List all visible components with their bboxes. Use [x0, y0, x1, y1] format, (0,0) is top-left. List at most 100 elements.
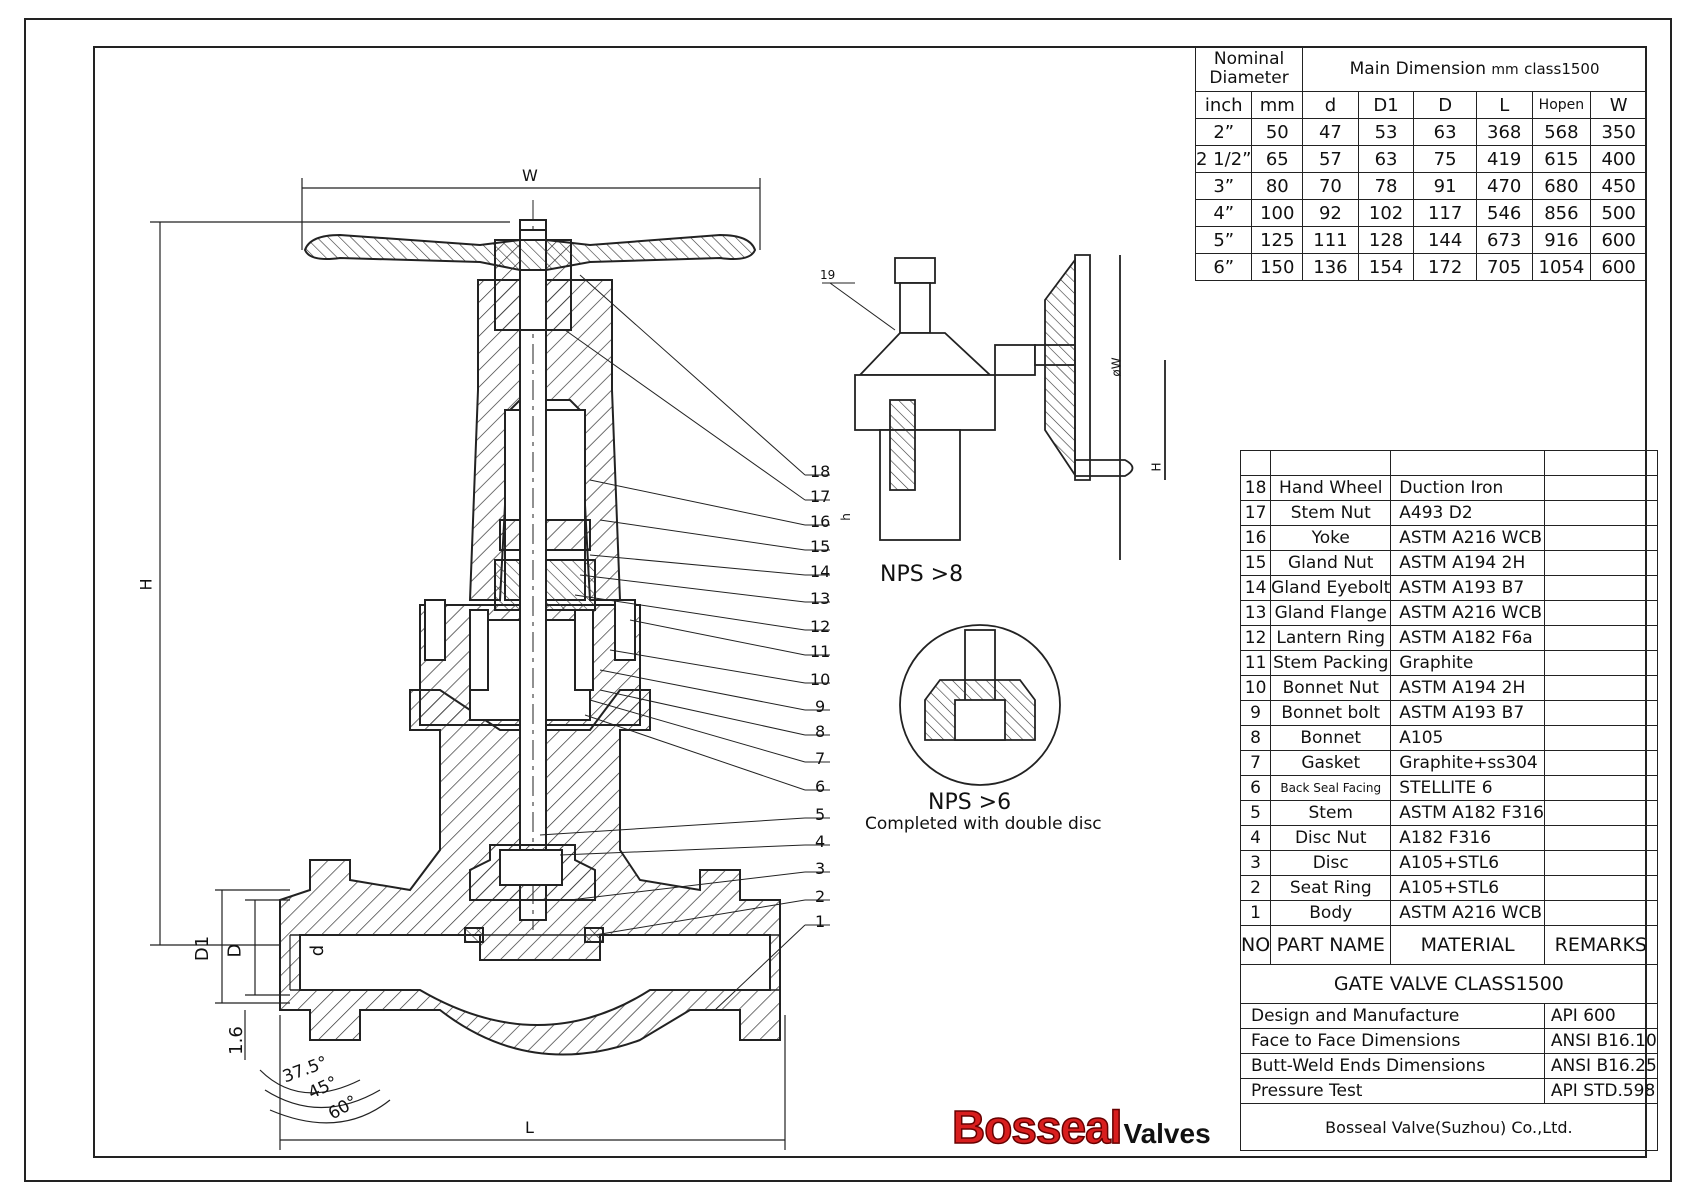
part-material: Graphite	[1390, 650, 1545, 676]
callout-10: 10	[810, 670, 831, 689]
title-row: GATE VALVE CLASS1500	[1240, 964, 1658, 1004]
part-name: Body	[1270, 900, 1392, 926]
standard-row: Pressure Test API STD.598	[1240, 1078, 1658, 1104]
part-remarks	[1543, 825, 1658, 851]
cell: 5”	[1194, 226, 1253, 254]
callout-18: 18	[810, 462, 831, 481]
col-w: W	[1590, 91, 1647, 119]
part-name: Disc Nut	[1270, 825, 1392, 851]
double-disc-note: Completed with double disc	[865, 814, 1102, 834]
part-no: 17	[1239, 500, 1272, 526]
part-no: 3	[1239, 850, 1272, 876]
standard-row: Butt-Weld Ends Dimensions ANSI B16.25	[1240, 1053, 1658, 1079]
part-material: A182 F316	[1390, 825, 1545, 851]
col-l: L	[1475, 91, 1533, 119]
cell: 856	[1531, 199, 1592, 227]
part-material: A105	[1390, 725, 1545, 751]
standard-label: Face to Face Dimensions	[1240, 1028, 1545, 1054]
logo-suffix: Valves	[1123, 1118, 1211, 1149]
part-material: Duction Iron	[1390, 475, 1545, 501]
cell: 2 1/2”	[1194, 145, 1253, 173]
callout-2: 2	[815, 887, 826, 906]
part-name: Bonnet Nut	[1270, 675, 1392, 701]
standard-label: Butt-Weld Ends Dimensions	[1240, 1053, 1545, 1079]
cell: 680	[1531, 172, 1592, 200]
nominal-diameter-header: Nominal Diameter	[1194, 46, 1304, 92]
part-material: ASTM A194 2H	[1390, 675, 1545, 701]
cell: 172	[1413, 253, 1477, 281]
col-d1: D1	[1357, 91, 1415, 119]
part-name: Yoke	[1270, 525, 1392, 551]
nps8-label: NPS >8	[880, 562, 964, 587]
callout-14: 14	[810, 562, 831, 581]
unit-label: mm	[1491, 62, 1519, 78]
part-name: Gland Nut	[1270, 550, 1392, 576]
part-material: ASTM A193 B7	[1390, 700, 1545, 726]
cell: 53	[1357, 118, 1415, 146]
dimension-columns-row: inch mm d D1 D L Hopen W	[1194, 91, 1647, 119]
cell: 6”	[1194, 253, 1253, 281]
cell: 100	[1251, 199, 1304, 227]
part-remarks	[1543, 475, 1658, 501]
part-name: Stem	[1270, 800, 1392, 826]
callout-8: 8	[815, 722, 826, 741]
part-no: 9	[1239, 700, 1272, 726]
callout-19: 19	[820, 268, 836, 282]
standard-label: Design and Manufacture	[1240, 1003, 1545, 1029]
cell: 65	[1251, 145, 1304, 173]
col-mm: mm	[1251, 91, 1304, 119]
callout-9: 9	[815, 697, 826, 716]
cell: 125	[1251, 226, 1304, 254]
cell: 600	[1590, 253, 1647, 281]
col-d: d	[1302, 91, 1359, 119]
part-material: A105+STL6	[1390, 875, 1545, 901]
part-name: Disc	[1270, 850, 1392, 876]
part-remarks	[1543, 650, 1658, 676]
part-remarks	[1543, 525, 1658, 551]
cell: 75	[1413, 145, 1477, 173]
cell: 154	[1357, 253, 1415, 281]
cell: 111	[1302, 226, 1359, 254]
body-cavity	[299, 934, 771, 1026]
part-no: 2	[1239, 875, 1272, 901]
cell: 144	[1413, 226, 1477, 254]
part-material: ASTM A182 F316	[1390, 800, 1545, 826]
callout-4: 4	[815, 832, 826, 851]
dim-w-label: W	[522, 166, 538, 185]
part-no: 14	[1239, 575, 1272, 601]
main-dimension-label: Main Dimension	[1349, 59, 1486, 79]
part-no: 11	[1239, 650, 1272, 676]
header-part-name: PART NAME	[1270, 925, 1392, 965]
col-big-d: D	[1413, 91, 1477, 119]
main-dimension-header: Main Dimension mm class1500	[1302, 46, 1647, 92]
cell	[1270, 450, 1392, 476]
cell: 63	[1357, 145, 1415, 173]
standard-row: Face to Face Dimensions ANSI B16.10	[1240, 1028, 1658, 1054]
part-name: Gland Flange	[1270, 600, 1392, 626]
cell: 500	[1590, 199, 1647, 227]
cell	[1390, 450, 1545, 476]
double-disc-detail	[899, 624, 1061, 786]
yoke	[468, 279, 622, 601]
callout-3: 3	[815, 859, 826, 878]
cell: 470	[1475, 172, 1533, 200]
cell: 70	[1302, 172, 1359, 200]
part-remarks	[1543, 575, 1658, 601]
